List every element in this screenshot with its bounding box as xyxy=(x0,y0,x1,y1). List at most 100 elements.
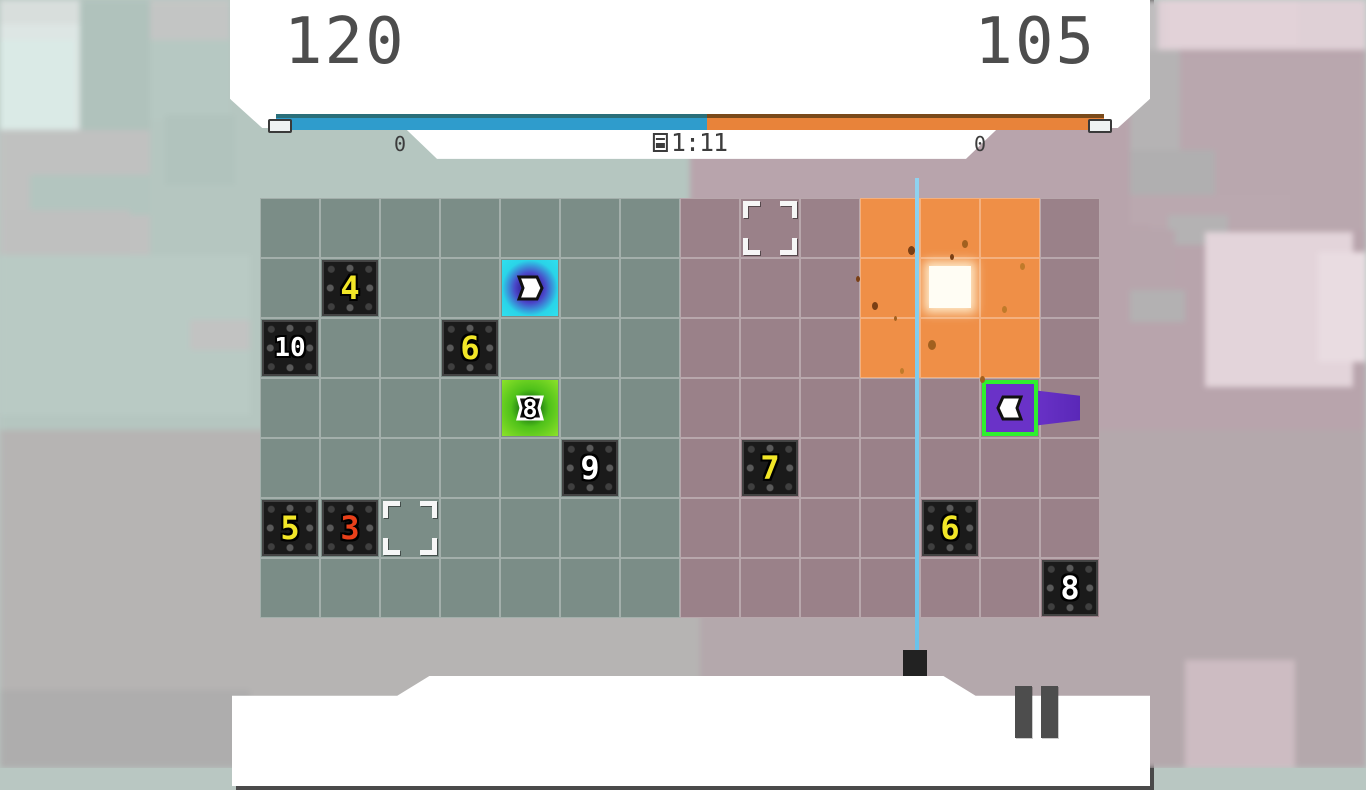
board-cell-10-0[interactable] xyxy=(860,198,920,258)
board-cell-5-6[interactable] xyxy=(560,558,620,618)
board-cell-6-3[interactable] xyxy=(620,378,680,438)
number-tile[interactable]: 4 xyxy=(322,260,378,316)
board-cell-8-2[interactable] xyxy=(740,318,800,378)
board-cell-13-1[interactable] xyxy=(1040,258,1100,318)
unit-purple[interactable] xyxy=(980,378,1040,438)
selection-bracket[interactable] xyxy=(743,201,797,255)
board-cell-4-2[interactable] xyxy=(500,318,560,378)
board-cell-2-0[interactable] xyxy=(380,198,440,258)
board-cell-3-1[interactable] xyxy=(440,258,500,318)
board-cell-2-2[interactable] xyxy=(380,318,440,378)
unit-green[interactable]: 8 xyxy=(500,378,560,438)
board-cell-3-4[interactable] xyxy=(440,438,500,498)
board-cell-6-6[interactable] xyxy=(620,558,680,618)
pause-button[interactable] xyxy=(1008,684,1064,740)
board-cell-0-1[interactable] xyxy=(260,258,320,318)
board-cell-12-2[interactable] xyxy=(980,318,1040,378)
board-cell-8-1[interactable] xyxy=(740,258,800,318)
board-cell-8-5[interactable] xyxy=(740,498,800,558)
number-tile[interactable]: 6 xyxy=(442,320,498,376)
board-cell-3-6[interactable] xyxy=(440,558,500,618)
number-tile[interactable]: 7 xyxy=(742,440,798,496)
unit-cyan[interactable] xyxy=(500,258,560,318)
board-cell-6-1[interactable] xyxy=(620,258,680,318)
board-cell-4-4[interactable] xyxy=(500,438,560,498)
board-cell-3-5[interactable] xyxy=(440,498,500,558)
board-cell-2-5[interactable] xyxy=(380,498,440,558)
board-cell-8-0[interactable] xyxy=(740,198,800,258)
board-cell-13-4[interactable] xyxy=(1040,438,1100,498)
board-cell-9-5[interactable] xyxy=(800,498,860,558)
board-cell-6-2[interactable] xyxy=(620,318,680,378)
board-cell-0-3[interactable] xyxy=(260,378,320,438)
board-cell-1-0[interactable] xyxy=(320,198,380,258)
board-cell-8-6[interactable] xyxy=(740,558,800,618)
board-cell-6-4[interactable] xyxy=(620,438,680,498)
board-cell-2-3[interactable] xyxy=(380,378,440,438)
board-cell-6-5[interactable] xyxy=(620,498,680,558)
board-cell-7-3[interactable] xyxy=(680,378,740,438)
board-cell-4-0[interactable] xyxy=(500,198,560,258)
number-tile[interactable]: 9 xyxy=(562,440,618,496)
board-cell-10-1[interactable] xyxy=(860,258,920,318)
board-cell-13-0[interactable] xyxy=(1040,198,1100,258)
board-cell-12-0[interactable] xyxy=(980,198,1040,258)
board-cell-6-0[interactable] xyxy=(620,198,680,258)
board-cell-10-2[interactable] xyxy=(860,318,920,378)
board-cell-4-6[interactable] xyxy=(500,558,560,618)
board-cell-5-1[interactable] xyxy=(560,258,620,318)
number-tile[interactable]: 6 xyxy=(922,500,978,556)
board-cell-0-4[interactable] xyxy=(260,438,320,498)
number-tile[interactable]: 10 xyxy=(262,320,318,376)
board-cell-2-6[interactable] xyxy=(380,558,440,618)
board-cell-1-2[interactable] xyxy=(320,318,380,378)
board-cell-9-2[interactable] xyxy=(800,318,860,378)
board-cell-10-6[interactable] xyxy=(860,558,920,618)
board-cell-13-5[interactable] xyxy=(1040,498,1100,558)
board-cell-1-6[interactable] xyxy=(320,558,380,618)
board-cell-9-6[interactable] xyxy=(800,558,860,618)
board-cell-3-3[interactable] xyxy=(440,378,500,438)
board-cell-4-5[interactable] xyxy=(500,498,560,558)
board-cell-9-1[interactable] xyxy=(800,258,860,318)
board-cell-11-6[interactable] xyxy=(920,558,980,618)
board-cell-8-3[interactable] xyxy=(740,378,800,438)
number-tile[interactable]: 3 xyxy=(322,500,378,556)
board-cell-10-5[interactable] xyxy=(860,498,920,558)
board-cell-9-4[interactable] xyxy=(800,438,860,498)
board-cell-5-0[interactable] xyxy=(560,198,620,258)
board-cell-10-3[interactable] xyxy=(860,378,920,438)
board-cell-9-3[interactable] xyxy=(800,378,860,438)
number-tile[interactable]: 8 xyxy=(1042,560,1098,616)
board-cell-12-1[interactable] xyxy=(980,258,1040,318)
board-cell-11-3[interactable] xyxy=(920,378,980,438)
board-cell-7-1[interactable] xyxy=(680,258,740,318)
board-cell-0-6[interactable] xyxy=(260,558,320,618)
board-cell-7-4[interactable] xyxy=(680,438,740,498)
board-cell-1-3[interactable] xyxy=(320,378,380,438)
board-cell-2-1[interactable] xyxy=(380,258,440,318)
board-cell-11-4[interactable] xyxy=(920,438,980,498)
board-cell-1-4[interactable] xyxy=(320,438,380,498)
board-cell-11-0[interactable] xyxy=(920,198,980,258)
board-cell-0-0[interactable] xyxy=(260,198,320,258)
board-cell-7-2[interactable] xyxy=(680,318,740,378)
board-cell-13-2[interactable] xyxy=(1040,318,1100,378)
selection-bracket[interactable] xyxy=(383,501,437,555)
board-cell-9-0[interactable] xyxy=(800,198,860,258)
board-cell-7-5[interactable] xyxy=(680,498,740,558)
board-cell-2-4[interactable] xyxy=(380,438,440,498)
board-cell-12-6[interactable] xyxy=(980,558,1040,618)
board-cell-7-0[interactable] xyxy=(680,198,740,258)
board-cell-5-5[interactable] xyxy=(560,498,620,558)
board-cell-3-0[interactable] xyxy=(440,198,500,258)
board-cell-10-4[interactable] xyxy=(860,438,920,498)
board-cell-12-4[interactable] xyxy=(980,438,1040,498)
board-cell-5-2[interactable] xyxy=(560,318,620,378)
board-cell-12-5[interactable] xyxy=(980,498,1040,558)
board-cell-7-6[interactable] xyxy=(680,558,740,618)
bracket-corner-bl xyxy=(743,238,760,255)
board-cell-5-3[interactable] xyxy=(560,378,620,438)
number-tile[interactable]: 5 xyxy=(262,500,318,556)
